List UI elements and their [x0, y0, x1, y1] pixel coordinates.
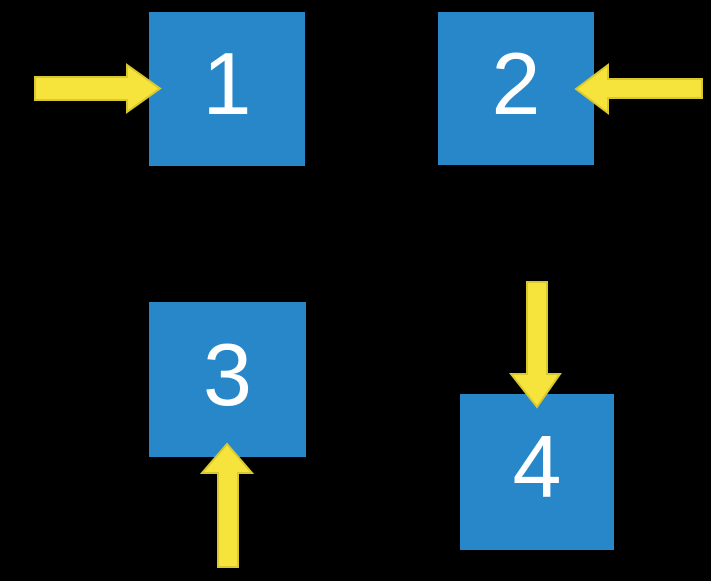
arrow-left-shape: [574, 63, 703, 115]
arrow-up-shape: [199, 442, 255, 568]
square-3-label: 3: [203, 324, 252, 424]
square-4-label: 4: [512, 417, 562, 516]
square-2: 2: [438, 12, 594, 165]
square-4: 4: [460, 394, 614, 550]
arrow-down-shape: [508, 281, 562, 409]
square-1-label: 1: [202, 34, 252, 133]
square-2-label: 2: [491, 33, 541, 133]
square-1: 1: [149, 12, 305, 166]
arrow-down-icon: [508, 281, 562, 409]
arrow-left-icon: [574, 63, 703, 115]
arrow-right-icon: [34, 63, 162, 114]
square-3: 3: [149, 302, 306, 457]
arrow-right-shape: [34, 63, 162, 114]
arrow-up-icon: [199, 442, 255, 568]
